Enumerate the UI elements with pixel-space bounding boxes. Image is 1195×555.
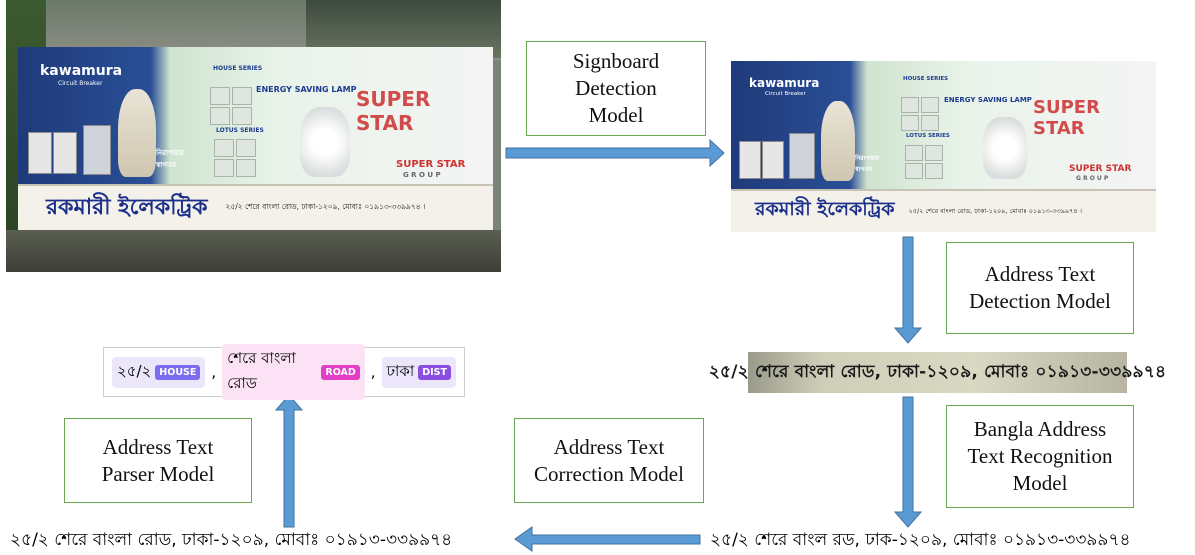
bulb-image <box>983 117 1027 179</box>
parsed-chip-text: শেরে বাংলা রোড <box>227 349 296 392</box>
parsed-chip-tag: DIST <box>418 364 451 380</box>
lotus-series-label: LOTUS SERIES <box>216 127 264 134</box>
group-logo: SUPER STAR <box>396 159 466 170</box>
signboard-detection-box: Signboard Detection Model <box>526 41 706 136</box>
cropped-address-image: ২৫/২ শেরে বাংলা রোড, ঢাকা-১২০৯, মোবাঃ ০১… <box>709 352 1166 393</box>
person-figure <box>118 89 156 177</box>
super-star-logo: SUPER STAR <box>1033 97 1100 139</box>
parsed-chip-road: শেরে বাংলা রোড ROAD <box>222 344 365 400</box>
brand-text: kawamura <box>749 76 820 90</box>
shop-name: রকমারী ইলেকট্রিক <box>46 194 208 220</box>
arrow-to-detected-signboard <box>505 138 725 168</box>
arrow-to-recognized-text <box>893 396 923 528</box>
signboard-original: kawamura Circuit Breaker নিরাপত্তায় স্ব… <box>18 47 493 230</box>
address-text-detection-box: Address Text Detection Model <box>946 242 1134 334</box>
bangla-recognition-box: Bangla Address Text Recognition Model <box>946 405 1134 508</box>
parsed-separator: , <box>211 363 217 381</box>
group-sub: G R O U P <box>1076 175 1109 182</box>
arrow-to-cropped-text <box>893 236 923 344</box>
parsed-separator: , <box>370 363 376 381</box>
shop-name: রকমারী ইলেকট্রিক <box>755 198 895 221</box>
brand-sub-text: Circuit Breaker <box>765 91 806 97</box>
parsed-chip-tag: ROAD <box>321 364 360 380</box>
bulb-image <box>300 107 350 177</box>
parsed-chip-text: ২৫/২ <box>117 361 152 380</box>
brand-text: kawamura <box>40 63 123 79</box>
recognized-text: ২৫/২ শেরে বাংল রড, ঢাক-১২০৯, মোবাঃ ০১৯১৩… <box>710 530 1131 550</box>
parsed-chip-text: ঢাকা <box>386 361 415 380</box>
parsed-chip-tag: HOUSE <box>155 364 201 380</box>
house-series-label: HOUSE SERIES <box>903 76 949 82</box>
lamp-label: ENERGY SAVING LAMP <box>944 96 1032 104</box>
parsed-chip-dist: ঢাকাDIST <box>381 356 456 388</box>
arrow-to-corrected-text <box>514 526 701 552</box>
group-logo: SUPER STAR <box>1069 164 1132 174</box>
brand-sub-text: Circuit Breaker <box>58 80 103 87</box>
original-scene-image: kawamura Circuit Breaker নিরাপত্তায় স্ব… <box>6 0 501 272</box>
welcome-text: নিরাপত্তায় স্বাগতম <box>156 149 184 169</box>
lamp-label: ENERGY SAVING LAMP <box>256 85 357 94</box>
group-sub: G R O U P <box>403 171 441 179</box>
welcome-text: নিরাপত্তায় স্বাগতম <box>855 155 879 173</box>
corrected-text: ২৫/২ শেরে বাংলা রোড, ঢাকা-১২০৯, মোবাঃ ০১… <box>10 530 453 550</box>
lotus-series-label: LOTUS SERIES <box>906 133 950 139</box>
address-correction-box: Address Text Correction Model <box>514 418 704 503</box>
person-figure <box>821 101 855 181</box>
arrow-to-parsed-text <box>274 394 304 528</box>
sign-address: ২৫/২ শেরে বাংলা রোড, ঢাকা-১২০৯, মোবাঃ ০১… <box>908 206 1082 215</box>
super-star-logo: SUPER STAR <box>356 87 431 135</box>
house-series-label: HOUSE SERIES <box>213 65 263 72</box>
sign-address: ২৫/২ শেরে বাংলা রোড, ঢাকা-১২০৯, মোবাঃ ০১… <box>225 202 426 212</box>
address-parser-box: Address Text Parser Model <box>64 418 252 503</box>
detected-signboard-image: kawamura Circuit Breaker নিরাপত্তায় স্ব… <box>731 61 1156 232</box>
